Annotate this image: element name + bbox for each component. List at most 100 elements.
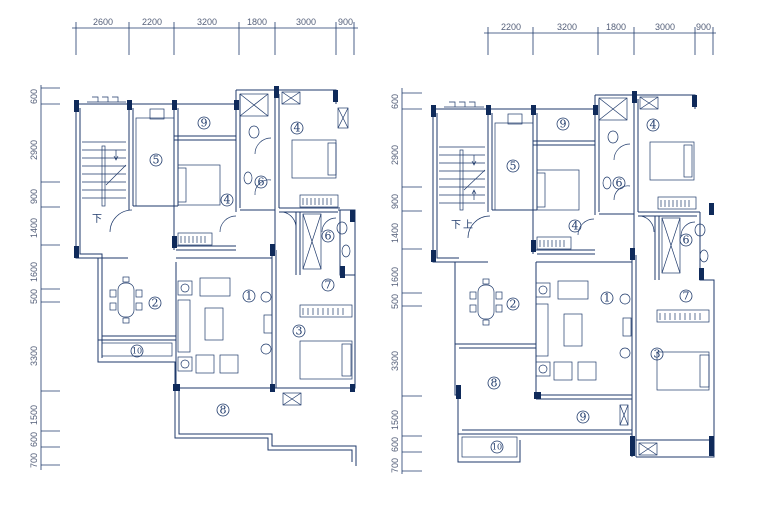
dim-label: 900: [29, 189, 39, 204]
room-label-bedroom: 4: [294, 122, 301, 135]
right-furniture: [467, 96, 710, 456]
right-top-dimension-chain: 2200 3200 1800 3000 900: [484, 22, 716, 55]
dining-table-icon: [117, 282, 135, 318]
left-room-labels: 1 2 3 4 4 5 6 6 7 8 9 10: [130, 117, 335, 417]
room-label-utility: 9: [201, 117, 208, 130]
dim-label: 900: [390, 194, 400, 209]
dim-label: 1800: [247, 17, 267, 27]
left-side-dimension-chain: 600 2900 900 1400 1600 500 3300 1500 600…: [29, 85, 60, 470]
room-label-bathroom: 6: [616, 177, 623, 190]
sink-icon: [243, 171, 253, 185]
room-label-master-bedroom: 3: [654, 348, 661, 361]
dim-label: 900: [696, 22, 711, 32]
dim-label: 900: [338, 17, 353, 27]
room-label-living: 1: [246, 290, 253, 303]
sink-icon: [341, 244, 351, 258]
shower-icon: [302, 213, 322, 270]
dim-label: 1800: [606, 22, 626, 32]
bed-icon: [291, 139, 337, 179]
wardrobe-icon: [299, 304, 353, 318]
left-stairs: 下: [82, 96, 127, 225]
wardrobe-icon: [657, 196, 697, 210]
dim-label: 2200: [142, 17, 162, 27]
bed-icon: [177, 164, 221, 206]
tv-cabinet-icon: [263, 314, 273, 334]
room-label-closet: 7: [325, 279, 332, 292]
sofa-icon: [535, 303, 549, 357]
range-hood-icon: [507, 113, 523, 125]
dim-label: 700: [29, 453, 39, 468]
left-top-dimension-chain: 2600 2200 3200 1800 3000 900: [72, 17, 358, 55]
coffee-table-icon: [204, 307, 224, 341]
room-label-bedroom: 4: [650, 119, 657, 132]
dim-label: 500: [29, 289, 39, 304]
dining-table-icon: [477, 284, 495, 320]
dim-label: 2200: [501, 22, 521, 32]
room-label-closet: 7: [683, 290, 690, 303]
dim-label: 2900: [390, 145, 400, 165]
dim-label: 1600: [390, 267, 400, 287]
sink-icon: [602, 176, 612, 190]
dim-label: 3200: [557, 22, 577, 32]
room-label-bedroom: 4: [572, 220, 579, 233]
dim-label: 3300: [29, 346, 39, 366]
coffee-table-icon: [563, 313, 583, 347]
toilet-icon: [336, 221, 348, 235]
dim-label: 1600: [29, 262, 39, 282]
dim-label: 600: [390, 94, 400, 109]
stair-down-label: 下: [451, 220, 461, 231]
room-label-bedroom: 4: [224, 194, 231, 207]
shower-icon: [598, 97, 628, 121]
dim-label: 3000: [655, 22, 675, 32]
room-label-utility: 9: [560, 118, 567, 131]
dim-label: 2900: [29, 140, 39, 160]
dim-label: 600: [29, 89, 39, 104]
bed-icon: [299, 340, 353, 380]
right-side-dimension-chain: 600 2900 900 1400 1600 500 3300 1500 600…: [390, 88, 422, 474]
room-label-master-bedroom: 3: [296, 325, 303, 338]
left-columns: [74, 86, 355, 392]
toilet-icon: [607, 130, 619, 144]
planter-icon: [461, 436, 518, 458]
room-label-living: 1: [604, 292, 611, 305]
dim-label: 2600: [93, 17, 113, 27]
left-plan: 2600 2200 3200 1800 3000 900 600 2900 90: [29, 17, 358, 470]
bed-icon: [649, 141, 695, 181]
right-room-labels: 1 2 3 4 4 5 6 6 7 8 9 9 10: [487, 118, 693, 454]
shower-icon: [239, 93, 269, 117]
room-label-kitchen: 5: [510, 160, 517, 173]
dim-label: 1400: [29, 218, 39, 238]
room-label-bathroom: 6: [325, 230, 332, 243]
wardrobe-icon: [536, 236, 572, 250]
planter-icon: [101, 342, 173, 357]
range-hood-icon: [149, 108, 165, 120]
dim-label: 1500: [29, 405, 39, 425]
room-label-planter: 10: [132, 347, 142, 356]
dim-label: 500: [390, 294, 400, 309]
sofa-icon: [199, 277, 231, 297]
wardrobe-icon: [177, 232, 213, 246]
right-stairs: 下 上: [439, 101, 486, 231]
toilet-icon: [248, 125, 260, 139]
dim-label: 600: [390, 437, 400, 452]
bed-icon: [536, 169, 580, 211]
right-columns: [431, 91, 714, 456]
dim-label: 1500: [390, 410, 400, 430]
sofa-icon: [177, 299, 191, 353]
wardrobe-icon: [656, 309, 710, 323]
dim-label: 600: [29, 432, 39, 447]
sink-icon: [699, 249, 709, 263]
dim-label: 3300: [390, 351, 400, 371]
tv-cabinet-icon: [622, 317, 632, 337]
room-label-balcony: 9: [580, 411, 587, 424]
sofa-icon: [557, 280, 589, 300]
room-label-bathroom: 6: [683, 234, 690, 247]
dim-label: 700: [390, 458, 400, 473]
bed-icon: [656, 351, 710, 391]
right-plan: 2200 3200 1800 3000 900 600 2900 900 140…: [390, 22, 716, 474]
room-label-planter: 10: [492, 443, 502, 452]
right-walls: [432, 94, 715, 463]
dim-label: 3000: [296, 17, 316, 27]
room-label-kitchen: 5: [153, 154, 160, 167]
